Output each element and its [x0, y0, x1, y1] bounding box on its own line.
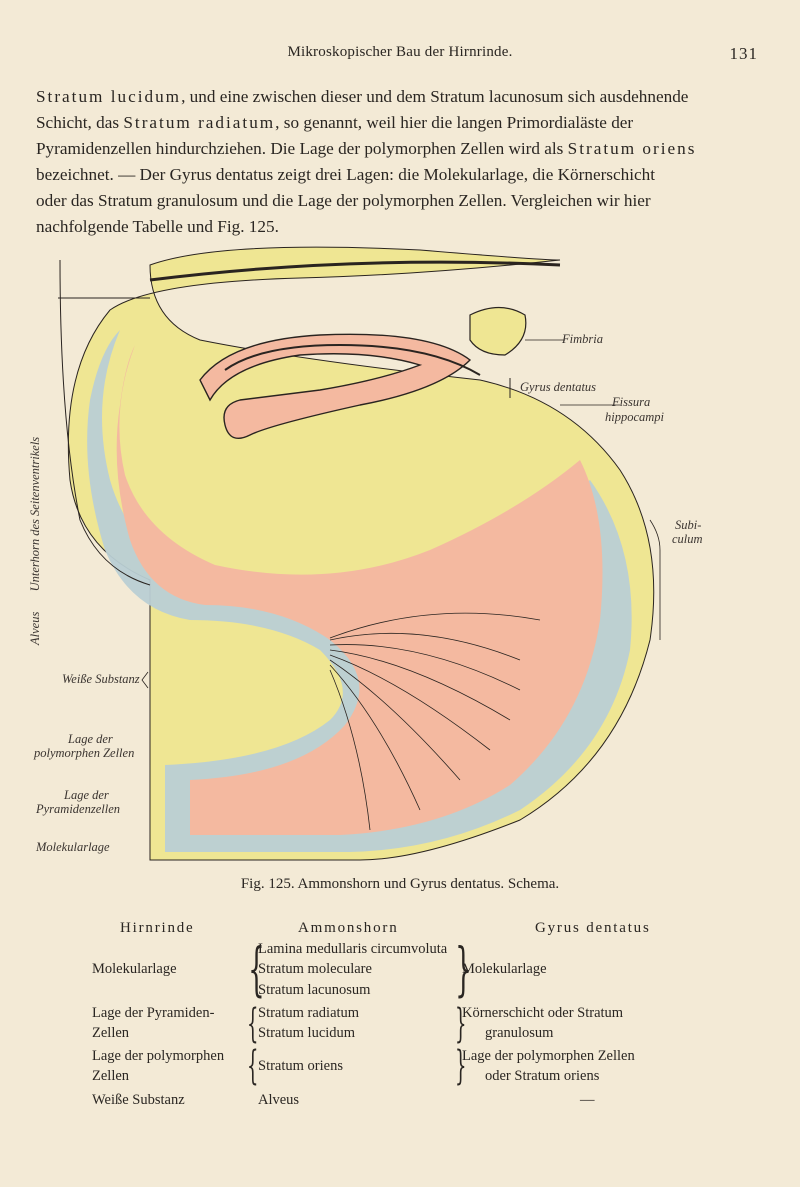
cell-ammonshorn: Lamina medullaris circumvoluta	[258, 941, 448, 957]
term-stratum-oriens: Stratum oriens	[567, 139, 697, 158]
fiber-bundle	[329, 612, 541, 831]
left-brace: {	[246, 1001, 259, 1047]
label-fimbria: Fimbria	[562, 332, 603, 346]
cell-gyrus: granulosum	[485, 1025, 554, 1041]
figure-caption: Fig. 125. Ammonshorn und Gyrus dentatus.…	[240, 876, 560, 892]
term-stratum-radiatum: Stratum radiatum	[123, 113, 276, 132]
label-pyramiden-2: Pyramidenzellen	[36, 802, 121, 816]
column-header-gyrus-dentatus: Gyrus dentatus	[535, 920, 651, 936]
text-line: bezeichnet. — Der Gyrus dentatus zeigt d…	[36, 162, 728, 188]
term-stratum-lucidum: Stratum lucidum	[36, 87, 182, 106]
cell-ammonshorn: Stratum moleculare	[258, 961, 372, 977]
column-header-hirnrinde: Hirnrinde	[120, 920, 195, 936]
running-head: Mikroskopischer Bau der Hirnrinde. 131	[0, 44, 800, 68]
column-header-ammonshorn: Ammonshorn	[298, 920, 399, 936]
text-line: nachfolgende Tabelle und Fig. 125.	[36, 214, 728, 240]
text-span: oder das Stratum granulosum und die Lage…	[36, 191, 651, 210]
cell-hirnrinde: Zellen	[92, 1025, 130, 1041]
cell-gyrus: Lage der polymorphen Zellen	[462, 1048, 635, 1064]
label-pyramiden-1: Lage der	[64, 788, 109, 802]
text-span: bezeichnet. — Der Gyrus dentatus zeigt d…	[36, 165, 655, 184]
label-gyrus-dentatus: Gyrus dentatus	[520, 380, 597, 394]
text-line: Schicht, das Stratum radiatum, so genann…	[36, 110, 728, 136]
text-line: oder das Stratum granulosum und die Lage…	[36, 188, 728, 214]
gyrus-dentatus-curl	[199, 333, 472, 439]
text-line: Pyramidenzellen hindurchziehen. Die Lage…	[36, 136, 728, 162]
right-brace: }	[455, 935, 472, 1003]
fimbria-tip	[469, 306, 527, 356]
text-span: , und eine zwischen dieser und dem Strat…	[181, 87, 689, 106]
brace-weisse-substanz	[141, 620, 151, 689]
left-brace: {	[246, 1043, 259, 1089]
cell-hirnrinde: Lage der polymorphen	[92, 1048, 225, 1064]
cell-ammonshorn: Stratum radiatum	[258, 1005, 360, 1021]
cell-hirnrinde: Molekularlage	[92, 961, 177, 977]
cell-gyrus: Molekularlage	[462, 961, 547, 977]
label-polymorph-1: Lage der	[68, 732, 113, 746]
hippocampus-schema-illustration	[58, 246, 661, 861]
cell-hirnrinde: Zellen	[92, 1068, 130, 1084]
leader-line-subiculum	[649, 519, 661, 640]
right-brace: }	[454, 1043, 467, 1089]
cell-gyrus: Körnerschicht oder Stratum	[462, 1005, 624, 1021]
cell-hirnrinde: Weiße Substanz	[92, 1092, 185, 1108]
cell-gyrus: —	[580, 1092, 595, 1108]
label-polymorph-2: polymorphen Zellen	[34, 746, 135, 760]
body-paragraph: Stratum lucidum, und eine zwischen diese…	[36, 84, 728, 240]
right-brace: }	[454, 1001, 467, 1047]
text-span: nachfolgende Tabelle und Fig. 125.	[36, 217, 279, 236]
granule-cell-line	[224, 343, 481, 376]
contour-line	[149, 260, 561, 282]
cell-ammonshorn: Alveus	[258, 1092, 300, 1108]
cell-ammonshorn: Stratum lacunosum	[258, 982, 371, 998]
cell-ammonshorn: Stratum oriens	[258, 1058, 343, 1074]
cell-hirnrinde: Lage der Pyramiden-	[92, 1005, 215, 1021]
text-span: Pyramidenzellen hindurchziehen. Die Lage…	[36, 139, 568, 158]
label-molekularlage: Molekularlage	[36, 840, 110, 854]
label-subiculum-2: culum	[672, 532, 703, 546]
text-span: , so genannt, weil hier die langen Primo…	[275, 113, 634, 132]
label-subiculum-1: Subi-	[675, 518, 702, 532]
left-brace: {	[248, 935, 265, 1003]
text-span: Schicht, das	[36, 113, 124, 132]
cell-ammonshorn: Stratum lucidum	[258, 1025, 356, 1041]
ventricle-contour	[59, 259, 151, 586]
molecular-layer-zone	[116, 345, 603, 835]
running-title: Mikroskopischer Bau der Hirnrinde.	[287, 44, 513, 60]
figure-125: Fimbria Gyrus dentatus Fissura hippocamp…	[0, 220, 800, 875]
label-fissura: Fissura	[612, 395, 651, 409]
text-line: Stratum lucidum, und eine zwischen diese…	[36, 84, 728, 110]
label-hippocampi: hippocampi	[605, 410, 665, 424]
page-number: 131	[729, 44, 758, 63]
cell-gyrus: oder Stratum oriens	[485, 1068, 600, 1084]
label-weisse-substanz: Weiße Substanz	[62, 672, 140, 686]
